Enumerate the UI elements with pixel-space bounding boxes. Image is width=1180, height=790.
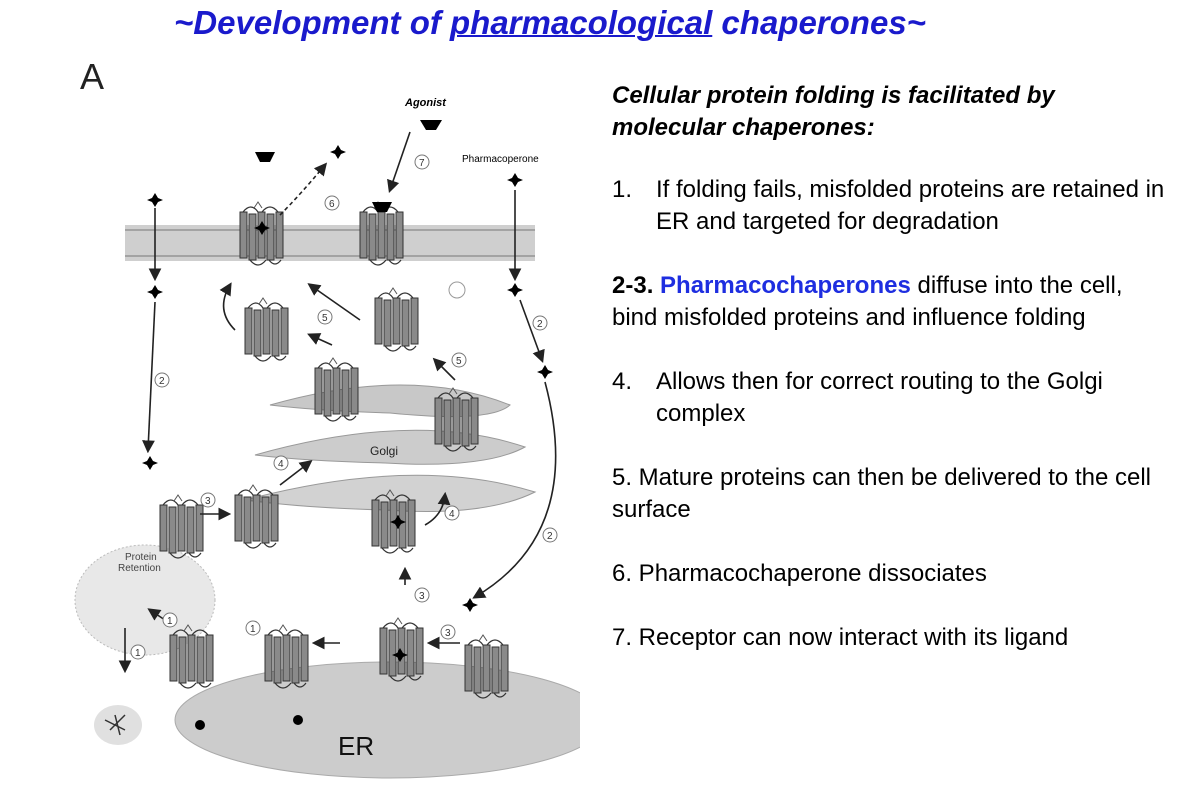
item-2-3-number: 2-3. [612, 272, 654, 299]
receptor-vesicle-1 [244, 297, 289, 362]
explanation-text: Cellular protein folding is facilitated … [612, 80, 1172, 686]
step-label-5b: 5 [456, 356, 462, 367]
step-label-1c: 1 [250, 624, 256, 635]
golgi-label: Golgi [370, 444, 398, 458]
plasma-membrane [125, 225, 535, 261]
step-label-4b: 4 [449, 509, 455, 520]
step-label-2c: 2 [547, 531, 553, 542]
pharmacoperone-label: Pharmacoperone [462, 154, 539, 165]
item-1-text: If folding fails, misfolded proteins are… [656, 176, 1165, 235]
title-suffix: chaperones~ [712, 4, 926, 41]
pharmacochaperone-5 [507, 173, 523, 187]
er-organelle [174, 661, 580, 779]
item-7: 7. Receptor can now interact with its li… [612, 624, 1069, 651]
title-prefix: ~Development of [174, 4, 451, 41]
pharmacochaperone-1 [147, 193, 163, 207]
step-label-4a: 4 [278, 459, 284, 470]
step-labels: 2 2 2 3 3 3 4 4 5 5 6 7 1 1 1 [130, 154, 558, 660]
item-2-3-highlight: Pharmacochaperones [660, 272, 911, 299]
step-label-5a: 5 [322, 313, 328, 324]
item-4: 4. Allows then for correct routing to th… [612, 366, 1172, 430]
item-4-number: 4. [612, 368, 633, 395]
step-label-1a: 1 [167, 616, 173, 627]
pharmacochaperone-6 [507, 283, 523, 297]
receptor-er-2 [264, 624, 309, 689]
explanation-heading: Cellular protein folding is facilitated … [612, 82, 1055, 141]
step-label-2a: 2 [159, 376, 165, 387]
item-2-3: 2-3. Pharmacochaperones diffuse into the… [612, 270, 1172, 334]
receptor-vesicle-2 [374, 287, 419, 352]
item-2-3-text: diffuse into the cell, bind misfolded pr… [612, 272, 1123, 331]
slide-title: ~Development of pharmacological chaperon… [0, 4, 1180, 42]
pharmacochaperone-4 [330, 145, 346, 159]
protein-retention-label-2: Retention [118, 563, 161, 574]
receptor-golgi-1 [314, 357, 359, 422]
pharmacochaperone-8 [462, 598, 478, 612]
step-label-3b: 3 [419, 591, 425, 602]
agonist-free [255, 152, 275, 162]
agonist-top [420, 120, 442, 130]
step-label-6: 6 [329, 199, 335, 210]
step-label-1b: 1 [135, 648, 141, 659]
agonist-label: Agonist [404, 97, 447, 109]
er-label: ER [338, 731, 374, 761]
step-label-2b: 2 [537, 319, 543, 330]
item-1: 1. If folding fails, misfolded proteins … [612, 174, 1172, 238]
item-5: 5. Mature proteins can then be delivered… [612, 464, 1151, 523]
receptor-er-4 [464, 634, 509, 699]
step-label-7: 7 [419, 158, 425, 169]
item-6: 6. Pharmacochaperone dissociates [612, 560, 987, 587]
pharmacochaperone-3 [142, 456, 158, 470]
step-label-3a: 3 [205, 496, 211, 507]
title-underlined-word: pharmacological [450, 4, 713, 41]
protein-retention-zone [74, 544, 216, 656]
pharmacochaperone-2 [147, 285, 163, 299]
item-1-number: 1. [612, 176, 633, 203]
chaperone-diagram: Golgi ER Protein Retention Agonist Pharm… [74, 97, 580, 779]
protein-retention-label-1: Protein [125, 552, 157, 563]
step-label-3c: 3 [445, 628, 451, 639]
agonist-bound [372, 202, 392, 212]
item-4-text: Allows then for correct routing to the G… [656, 368, 1103, 427]
receptor-retention [159, 494, 204, 559]
panel-letter: A [80, 56, 105, 97]
pathway-arrows [118, 131, 557, 674]
pharmacochaperone-7 [537, 365, 553, 379]
receptor-er-3 [379, 617, 424, 682]
